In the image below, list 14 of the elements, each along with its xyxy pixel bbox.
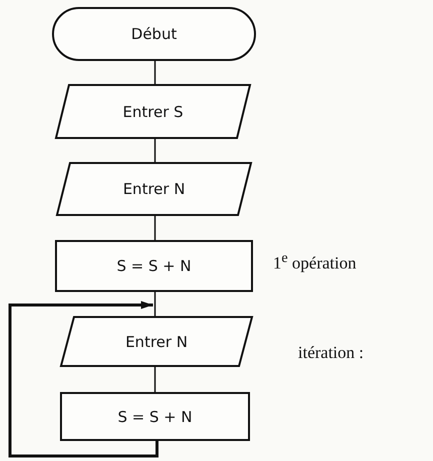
- connector-line: [154, 139, 156, 162]
- node-label: Entrer N: [122, 180, 186, 198]
- node-label: Entrer S: [122, 102, 184, 120]
- connector-line: [154, 367, 156, 392]
- connector-line: [154, 292, 156, 316]
- loop-arrow: [8, 301, 158, 458]
- node-label: S = S + N: [116, 257, 192, 275]
- node-label: S = S + N: [118, 408, 192, 426]
- node-label: Début: [131, 25, 177, 43]
- connector-line: [154, 216, 156, 240]
- connector-line: [154, 61, 156, 84]
- node-label: Entrer N: [125, 332, 188, 350]
- annotation-text: itération :: [298, 343, 364, 363]
- annotation-text: 1$^{e}$ opération: [273, 250, 356, 274]
